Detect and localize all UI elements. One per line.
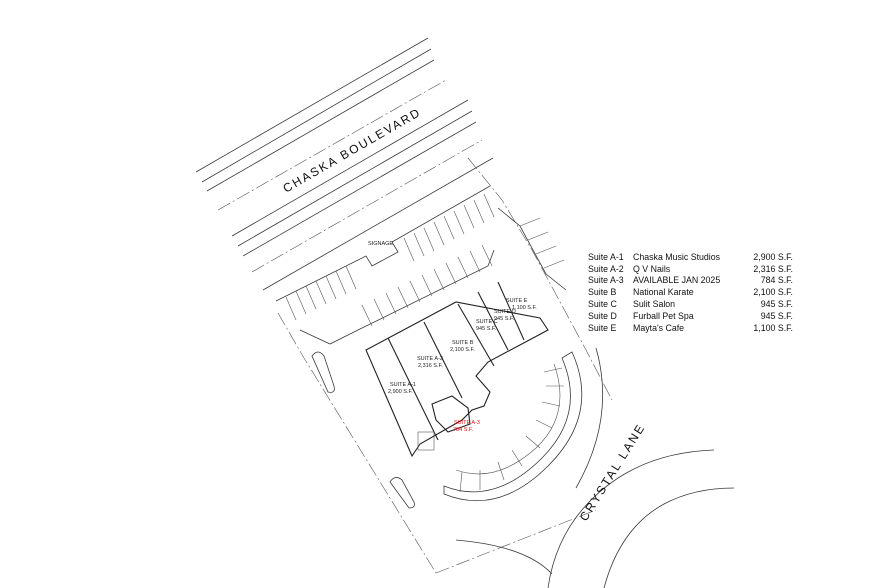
tenant-table: Suite A-1 Chaska Music Studios 2,900 S.F… [588, 251, 793, 334]
tenant-suite: Suite D [588, 310, 617, 321]
suite-a3-size: 784 S.F. [453, 427, 474, 433]
tenant-name: Mayta's Cafe [633, 322, 685, 333]
curb-island-west [311, 351, 335, 393]
suite-b-size: 2,100 S.F. [450, 347, 475, 353]
suite-d-label: SUITE D [494, 309, 516, 315]
table-row: Suite B National Karate 2,100 S.F. [588, 286, 793, 298]
tenant-suite: Suite E [588, 322, 617, 333]
parking-row-east [497, 207, 567, 291]
suite-a3-label: SUITE A-3 [454, 420, 480, 426]
tenant-name: Chaska Music Studios [633, 251, 721, 262]
tenant-suite: Suite A-2 [588, 263, 624, 274]
suite-a1-size: 2,900 S.F. [388, 389, 413, 395]
suite-c-size: 945 S.F. [476, 326, 497, 332]
tenant-suite: Suite C [588, 299, 617, 310]
parking-row-north [275, 185, 495, 321]
tenant-name: AVAILABLE JAN 2025 [633, 275, 721, 286]
table-row: Suite C Sulit Salon 945 S.F. [588, 298, 793, 310]
tenant-size: 945 S.F. [760, 310, 793, 321]
table-row: Suite A-1 Chaska Music Studios 2,900 S.F… [588, 251, 793, 263]
suite-d-size: 945 S.F. [494, 316, 515, 322]
table-row: Suite A-3 AVAILABLE JAN 2025 784 S.F. [588, 275, 793, 287]
chaska-boulevard-label: CHASKA BOULEVARD [281, 105, 424, 196]
tenant-size: 2,900 S.F. [753, 251, 793, 262]
tenant-size: 945 S.F. [760, 299, 793, 310]
property-boundary [277, 157, 613, 574]
tenant-suite: Suite B [588, 287, 617, 298]
table-row: Suite E Mayta's Cafe 1,100 S.F. [588, 322, 793, 334]
tenant-name: National Karate [633, 287, 694, 298]
tenant-size: 2,316 S.F. [753, 263, 793, 274]
table-row: Suite A-2 Q V Nails 2,316 S.F. [588, 263, 793, 275]
tenant-size: 784 S.F. [760, 275, 793, 286]
signage-label: SIGNAGE [368, 241, 393, 247]
parking-row-middle [299, 244, 495, 345]
tenant-name: Sulit Salon [633, 299, 676, 310]
suite-e-label: SUITE E [506, 298, 528, 304]
parking-row-curved [443, 351, 583, 502]
crystal-lane-label: CRYSTAL LANE [577, 421, 648, 524]
tenant-suite: Suite A-1 [588, 251, 624, 262]
curb-island-south [389, 477, 415, 509]
tenant-suite: Suite A-3 [588, 275, 624, 286]
tenant-size: 1,100 S.F. [753, 322, 793, 333]
suite-a2-size: 2,316 S.F. [418, 363, 443, 369]
tenant-size: 2,100 S.F. [753, 287, 793, 298]
suite-c-label: SUITE C [476, 319, 498, 325]
suite-b-label: SUITE B [452, 340, 474, 346]
building-footprint [365, 281, 549, 458]
tenant-name: Furball Pet Spa [633, 310, 694, 321]
table-row: Suite D Furball Pet Spa 945 S.F. [588, 310, 793, 322]
tenant-name: Q V Nails [633, 263, 671, 274]
chaska-boulevard-road [195, 37, 494, 291]
suite-e-size: 1,100 S.F. [512, 305, 537, 311]
suite-a1-label: SUITE A-1 [390, 382, 416, 388]
suite-a2-label: SUITE A-2 [417, 356, 443, 362]
crystal-lane-road [455, 347, 735, 588]
